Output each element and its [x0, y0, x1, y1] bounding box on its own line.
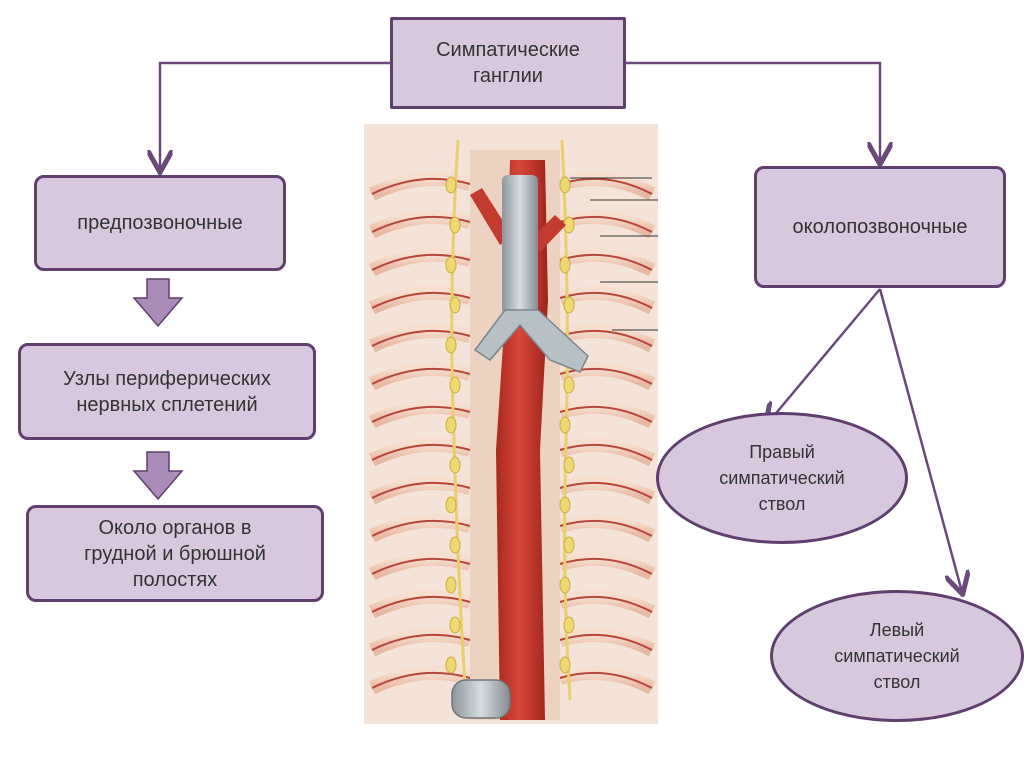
sympathetic-ganglion: [445, 496, 457, 514]
connector-root-to-paravertebral: [626, 61, 880, 162]
intercostal-vessel: [371, 633, 471, 651]
sympathetic-trunk-anatomy-illustration: [364, 124, 658, 724]
intercostal-vessel: [371, 253, 471, 271]
intercostal-vessel: [371, 215, 471, 233]
right-sympathetic-trunk: [450, 139, 468, 701]
sympathetic-ganglion: [559, 496, 571, 514]
sympathetic-ganglion: [563, 296, 575, 314]
left-sympathetic-trunk-ellipse: Левый симпатический ствол: [770, 590, 1024, 722]
intercostal-vessel: [559, 405, 653, 423]
intercostal-vessel: [371, 405, 471, 423]
sympathetic-ganglion: [449, 376, 461, 394]
esophagus-stump: [451, 679, 511, 719]
sympathetic-ganglion: [445, 176, 457, 194]
sympathetic-ganglion: [449, 216, 461, 234]
intercostal-vessel: [559, 633, 653, 651]
intercostal-vessel: [371, 443, 471, 461]
intercostal-vessel: [371, 329, 471, 347]
intercostal-vessel: [371, 367, 471, 385]
connector-paravertebral-to-left-trunk: [878, 288, 962, 592]
sympathetic-ganglion: [445, 336, 457, 354]
sympathetic-ganglion: [563, 616, 575, 634]
intercostal-vessel: [559, 595, 653, 613]
intercostal-vessel: [559, 291, 653, 309]
intercostal-vessel: [371, 481, 471, 499]
intercostal-vessel: [559, 367, 653, 385]
sympathetic-ganglion: [445, 416, 457, 434]
sympathetic-ganglion: [449, 296, 461, 314]
intercostal-vessel: [559, 443, 653, 461]
prevertebral-box: предпозвоночные: [34, 175, 286, 271]
sympathetic-ganglion: [445, 256, 457, 274]
connector-paravertebral-to-right-trunk: [767, 288, 881, 424]
sympathetic-ganglion: [559, 416, 571, 434]
intercostal-vessel: [371, 177, 471, 195]
intercostal-vessel: [371, 291, 471, 309]
sympathetic-ganglion: [449, 616, 461, 634]
sympathetic-ganglia-box: Симпатические ганглии: [390, 17, 626, 109]
sympathetic-ganglion: [563, 376, 575, 394]
sympathetic-ganglion: [445, 576, 457, 594]
connectors: [160, 61, 962, 592]
intercostal-vessel: [559, 253, 653, 271]
sympathetic-ganglion: [563, 536, 575, 554]
bronchi: [473, 309, 589, 373]
paravertebral-box: околопозвоночные: [754, 166, 1006, 288]
near-organs-box: Около органов в грудной и брюшной полост…: [26, 505, 324, 602]
sympathetic-ganglion: [449, 456, 461, 474]
sympathetic-ganglion: [559, 656, 571, 674]
intercostal-vessel: [559, 519, 653, 537]
sympathetic-ganglion: [559, 176, 571, 194]
sympathetic-ganglion: [563, 456, 575, 474]
trachea: [502, 175, 538, 315]
sympathetic-ganglion: [449, 536, 461, 554]
down-block-arrow-2: [132, 451, 184, 501]
intercostal-vessel: [371, 519, 471, 537]
intercostal-vessel: [559, 557, 653, 575]
sympathetic-ganglion: [445, 656, 457, 674]
sympathetic-ganglion: [559, 576, 571, 594]
intercostal-vessel: [559, 481, 653, 499]
connector-root-to-prevertebral: [160, 61, 390, 170]
sympathetic-ganglion: [559, 256, 571, 274]
down-block-arrow-1: [132, 278, 184, 328]
intercostal-vessel: [559, 329, 653, 347]
ganglia: [445, 176, 575, 674]
peripheral-plexus-nodes-box: Узлы периферических нервных сплетений: [18, 343, 316, 440]
right-sympathetic-trunk-ellipse: Правый симпатический ствол: [656, 412, 908, 544]
intercostal-vessel: [371, 671, 471, 689]
label-pointer-lines: [570, 177, 658, 331]
